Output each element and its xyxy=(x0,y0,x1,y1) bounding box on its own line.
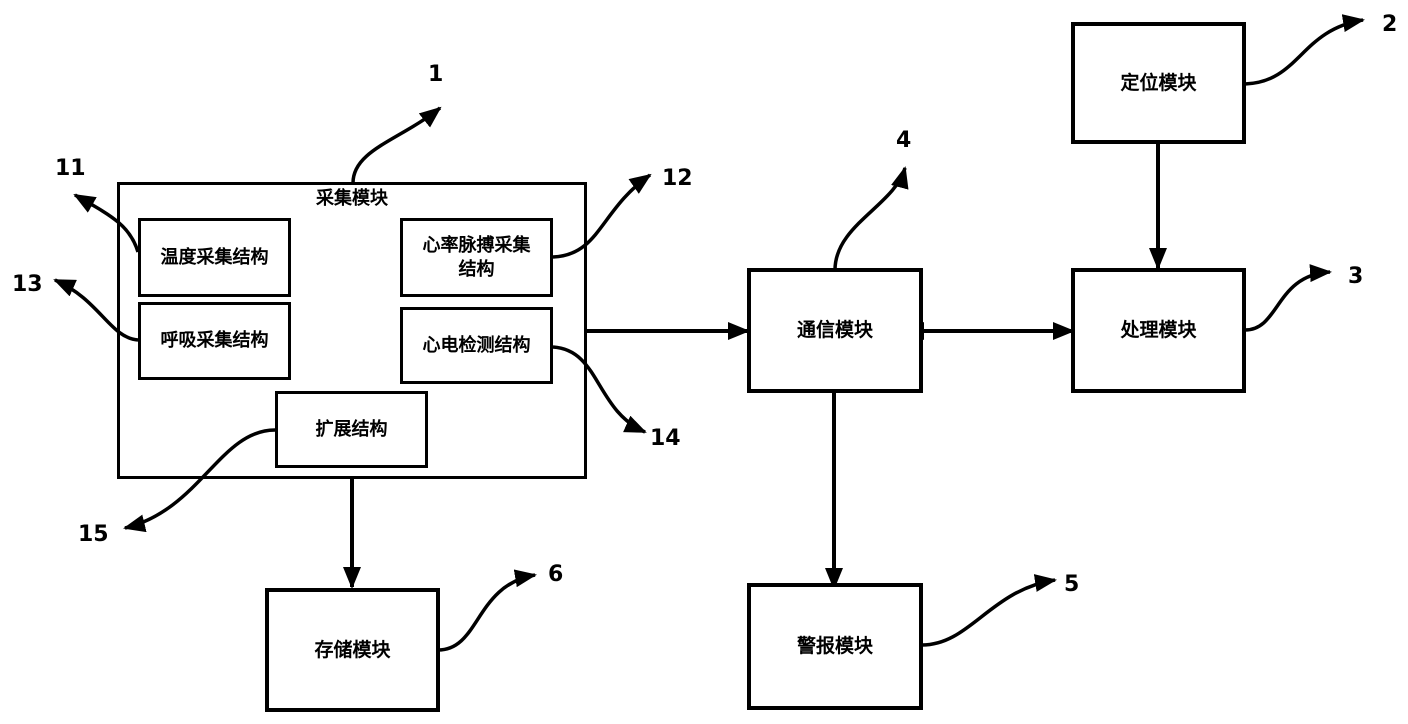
temperature-collection-structure: 温度采集结构 xyxy=(138,218,291,297)
communication-module-label: 通信模块 xyxy=(796,319,873,342)
ecg-detection-structure: 心电检测结构 xyxy=(400,307,553,384)
ref-number-5: 5 xyxy=(1064,572,1080,597)
ref-number-4: 4 xyxy=(896,128,912,153)
leader-3 xyxy=(1244,264,1332,332)
leader-5 xyxy=(921,574,1057,647)
positioning-module: 定位模块 xyxy=(1071,22,1246,144)
collection-module-title: 采集模块 xyxy=(316,188,388,209)
ref-number-3: 3 xyxy=(1348,264,1364,289)
extension-label: 扩展结构 xyxy=(315,418,388,440)
respiration-collection-structure: 呼吸采集结构 xyxy=(138,302,291,380)
ref-number-15: 15 xyxy=(78,522,109,547)
ref-number-14: 14 xyxy=(650,426,681,451)
ecg-detection-label: 心电检测结构 xyxy=(422,334,531,356)
leader-12 xyxy=(552,173,652,259)
storage-module: 存储模块 xyxy=(265,588,440,712)
heart-rate-pulse-structure: 心率脉搏采集结构 xyxy=(400,218,553,297)
ref-number-2: 2 xyxy=(1382,12,1398,37)
ref-number-6: 6 xyxy=(548,562,564,587)
ref-number-13: 13 xyxy=(12,272,43,297)
processing-module: 处理模块 xyxy=(1071,268,1246,393)
alarm-module-label: 警报模块 xyxy=(796,635,873,658)
positioning-module-label: 定位模块 xyxy=(1120,71,1197,94)
ref-number-1: 1 xyxy=(428,62,444,87)
temperature-collection-label: 温度采集结构 xyxy=(160,246,269,268)
leader-15 xyxy=(123,428,276,533)
storage-module-label: 存储模块 xyxy=(314,638,391,661)
leader-4 xyxy=(833,166,909,271)
leader-14 xyxy=(552,345,647,434)
respiration-collection-label: 呼吸采集结构 xyxy=(160,330,269,352)
ref-number-11: 11 xyxy=(55,156,86,181)
leader-1 xyxy=(351,106,442,184)
ref-number-12: 12 xyxy=(662,166,693,191)
extension-structure: 扩展结构 xyxy=(275,391,428,468)
leader-11 xyxy=(73,193,140,253)
heart-rate-pulse-label: 心率脉搏采集结构 xyxy=(422,235,531,280)
leader-2 xyxy=(1244,14,1365,86)
collection-module: 采集模块 xyxy=(117,182,587,479)
processing-module-label: 处理模块 xyxy=(1120,319,1197,342)
alarm-module: 警报模块 xyxy=(747,583,923,710)
leader-13 xyxy=(53,278,139,342)
communication-module: 通信模块 xyxy=(747,268,923,393)
leader-6 xyxy=(437,569,537,652)
